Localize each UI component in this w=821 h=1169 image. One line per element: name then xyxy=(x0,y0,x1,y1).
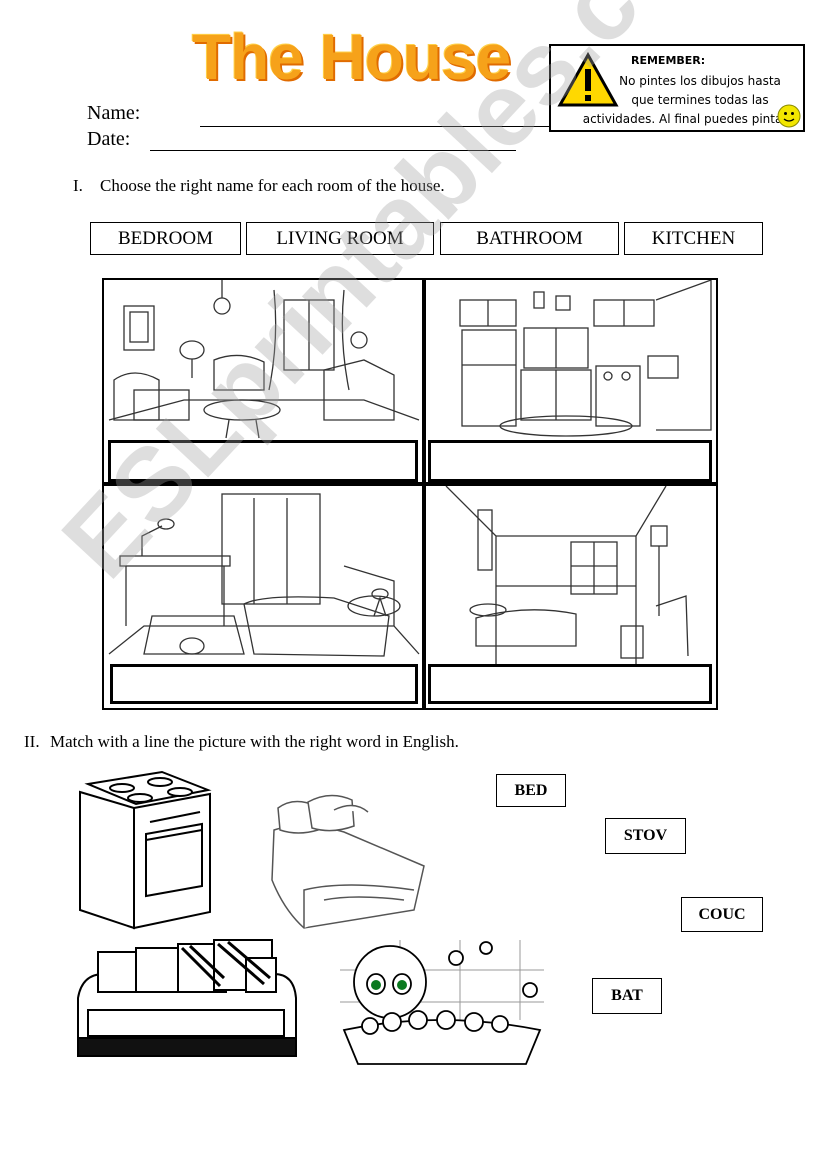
reminder-line: actividades. Al final puedes pintar xyxy=(582,112,788,126)
section-2-number: II. xyxy=(24,732,40,751)
living-room-drawing xyxy=(108,280,420,439)
smiley-icon xyxy=(777,104,801,128)
reminder-box: REMEMBER: No pintes los dibujos hasta qu… xyxy=(549,44,805,132)
section-2-instruction: Match with a line the picture with the r… xyxy=(50,732,459,751)
answer-box-3[interactable] xyxy=(110,664,418,704)
reminder-line: No pintes los dibujos hasta xyxy=(619,74,781,88)
match-word-bath[interactable]: BAT xyxy=(592,978,662,1014)
kitchen-picture xyxy=(424,278,718,484)
reminder-heading: REMEMBER: xyxy=(631,54,706,67)
room-grid xyxy=(100,278,720,710)
bedroom-picture xyxy=(102,484,424,710)
living-room-picture xyxy=(102,278,424,484)
word-box-bathroom: BATHROOM xyxy=(440,222,619,255)
word-box-bedroom: BEDROOM xyxy=(90,222,241,255)
reminder-text: No pintes los dibujos hasta que termines… xyxy=(583,72,793,129)
section-1-instruction: Choose the right name for each room of t… xyxy=(100,176,445,195)
reminder-line: que termines todas las xyxy=(631,93,769,107)
name-line[interactable] xyxy=(200,126,550,127)
bathroom-picture xyxy=(424,484,718,710)
word-box-living-room: LIVING ROOM xyxy=(246,222,434,255)
answer-box-4[interactable] xyxy=(428,664,712,704)
stove-picture[interactable] xyxy=(74,768,214,930)
warning-icon xyxy=(557,52,619,107)
match-word-stove[interactable]: STOV xyxy=(605,818,686,854)
match-word-bed[interactable]: BED xyxy=(496,774,566,807)
name-label: Name: xyxy=(87,102,141,124)
couch-picture[interactable] xyxy=(74,938,298,1062)
answer-box-1[interactable] xyxy=(108,440,418,482)
bed-picture[interactable] xyxy=(264,790,432,932)
section-1-number: I. xyxy=(73,176,83,195)
bathroom-drawing xyxy=(445,485,689,664)
bath-picture[interactable] xyxy=(340,940,544,1068)
bedroom-drawing xyxy=(108,493,420,657)
match-word-couch[interactable]: COUC xyxy=(681,897,763,932)
date-label: Date: xyxy=(87,128,131,150)
kitchen-drawing xyxy=(459,279,712,437)
worksheet-title: The House xyxy=(192,21,511,93)
answer-box-2[interactable] xyxy=(428,440,712,482)
word-box-kitchen: KITCHEN xyxy=(624,222,763,255)
date-line[interactable] xyxy=(150,150,516,151)
